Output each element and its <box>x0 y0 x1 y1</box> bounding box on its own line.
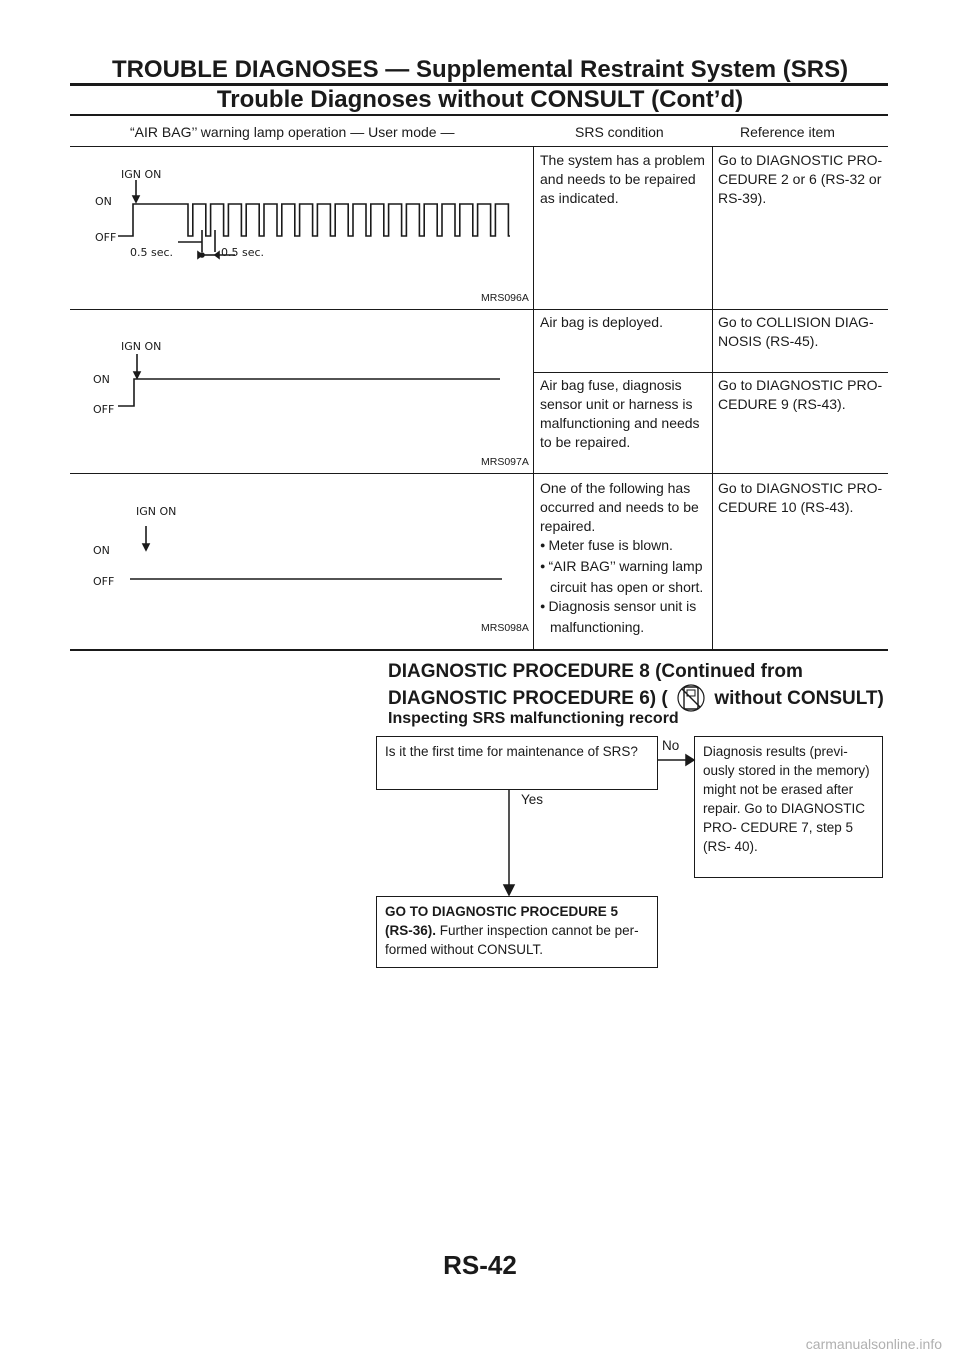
procedure-subtitle: Inspecting SRS malfunctioning record <box>388 710 679 727</box>
lamp-off-waveform <box>130 526 502 580</box>
row3-condition-intro: One of the following has occurred and ne… <box>540 480 699 534</box>
diagram-off-label: OFF <box>93 403 115 416</box>
diagram-off-label: OFF <box>93 575 115 588</box>
figure-id-row1: MRS096A <box>481 292 529 304</box>
yes-result-text: Further inspection cannot be per- formed… <box>385 923 639 957</box>
header-subtitle: Trouble Diagnoses without CONSULT (Cont’… <box>216 86 744 113</box>
table-bottom-rule <box>70 649 888 651</box>
watermark: carmanualsonline.info <box>805 1336 942 1352</box>
no-label: No <box>662 738 680 753</box>
question-box: Is it the first time for maintenance of … <box>376 736 658 790</box>
diagram-on-label: ON <box>93 544 110 557</box>
row-divider-1 <box>70 309 888 310</box>
lamp-blink-waveform <box>118 180 510 260</box>
row-divider-sub <box>533 372 888 373</box>
row-divider-2 <box>70 473 888 474</box>
bullet-item: Diagnosis sensor unit is malfunctioning. <box>540 597 708 637</box>
yes-label: Yes <box>521 792 544 807</box>
row3-condition: One of the following has occurred and ne… <box>540 479 708 637</box>
col-header-srs-condition: SRS condition <box>575 124 664 140</box>
row3-reference: Go to DIAGNOSTIC PRO- CEDURE 10 (RS-43). <box>718 480 883 515</box>
no-consult-icon <box>677 684 705 712</box>
diagram-on-label: ON <box>95 195 112 208</box>
row2b-reference: Go to DIAGNOSTIC PRO- CEDURE 9 (RS-43). <box>718 377 883 412</box>
lamp-on-waveform <box>118 354 500 407</box>
bullet-item: “AIR BAG’’ warning lamp circuit has open… <box>540 557 708 597</box>
diagram-ign-label: IGN ON <box>136 505 177 518</box>
header-rule <box>70 83 888 86</box>
procedure-title-line1: DIAGNOSTIC PROCEDURE 8 (Continued from <box>388 661 803 682</box>
table-top-rule <box>70 114 888 116</box>
row3-condition-bullets: Meter fuse is blown. “AIR BAG’’ warning … <box>540 536 708 637</box>
diagram-ign-label: IGN ON <box>121 340 162 353</box>
row1-reference: Go to DIAGNOSTIC PRO- CEDURE 2 or 6 (RS-… <box>718 152 883 206</box>
bullet-item: Meter fuse is blown. <box>540 536 708 557</box>
procedure-title-line2: DIAGNOSTIC PROCEDURE 6) ( without CONSUL… <box>388 683 888 713</box>
yes-result-box: GO TO DIAGNOSTIC PROCEDURE 5 (RS-36). Fu… <box>376 896 658 968</box>
figure-id-row3: MRS098A <box>481 622 529 634</box>
row2a-condition: Air bag is deployed. <box>540 314 663 330</box>
row1-condition: The system has a problem and needs to be… <box>540 152 705 206</box>
table-header-rule <box>70 146 888 147</box>
col-header-reference-item: Reference item <box>740 124 835 140</box>
header-title: TROUBLE DIAGNOSES — Supplemental Restrai… <box>111 56 849 83</box>
diagram-on-label: ON <box>93 373 110 386</box>
figure-id-row2: MRS097A <box>481 456 529 468</box>
diagram-time-label-1: 0.5 sec. <box>130 246 174 259</box>
page-number: RS-42 <box>443 1250 517 1280</box>
diagram-off-label: OFF <box>95 231 117 244</box>
yes-result-bold: GO TO DIAGNOSTIC PROCEDURE 5 (RS-36). <box>385 904 619 938</box>
row2a-reference: Go to COLLISION DIAG- NOSIS (RS-45). <box>718 314 874 349</box>
procedure-title-post: without CONSULT) <box>714 688 884 709</box>
col-header-lamp-operation: “AIR BAG’’ warning lamp operation — User… <box>130 124 455 140</box>
column-divider-2 <box>712 147 713 649</box>
procedure-title-pre: DIAGNOSTIC PROCEDURE 6) ( <box>388 688 668 709</box>
diagram-ign-label: IGN ON <box>121 168 162 181</box>
column-divider-1 <box>533 147 534 649</box>
no-result-box: Diagnosis results (previ- ously stored i… <box>694 736 883 878</box>
row2b-condition: Air bag fuse, diagnosis sensor unit or h… <box>540 377 700 450</box>
